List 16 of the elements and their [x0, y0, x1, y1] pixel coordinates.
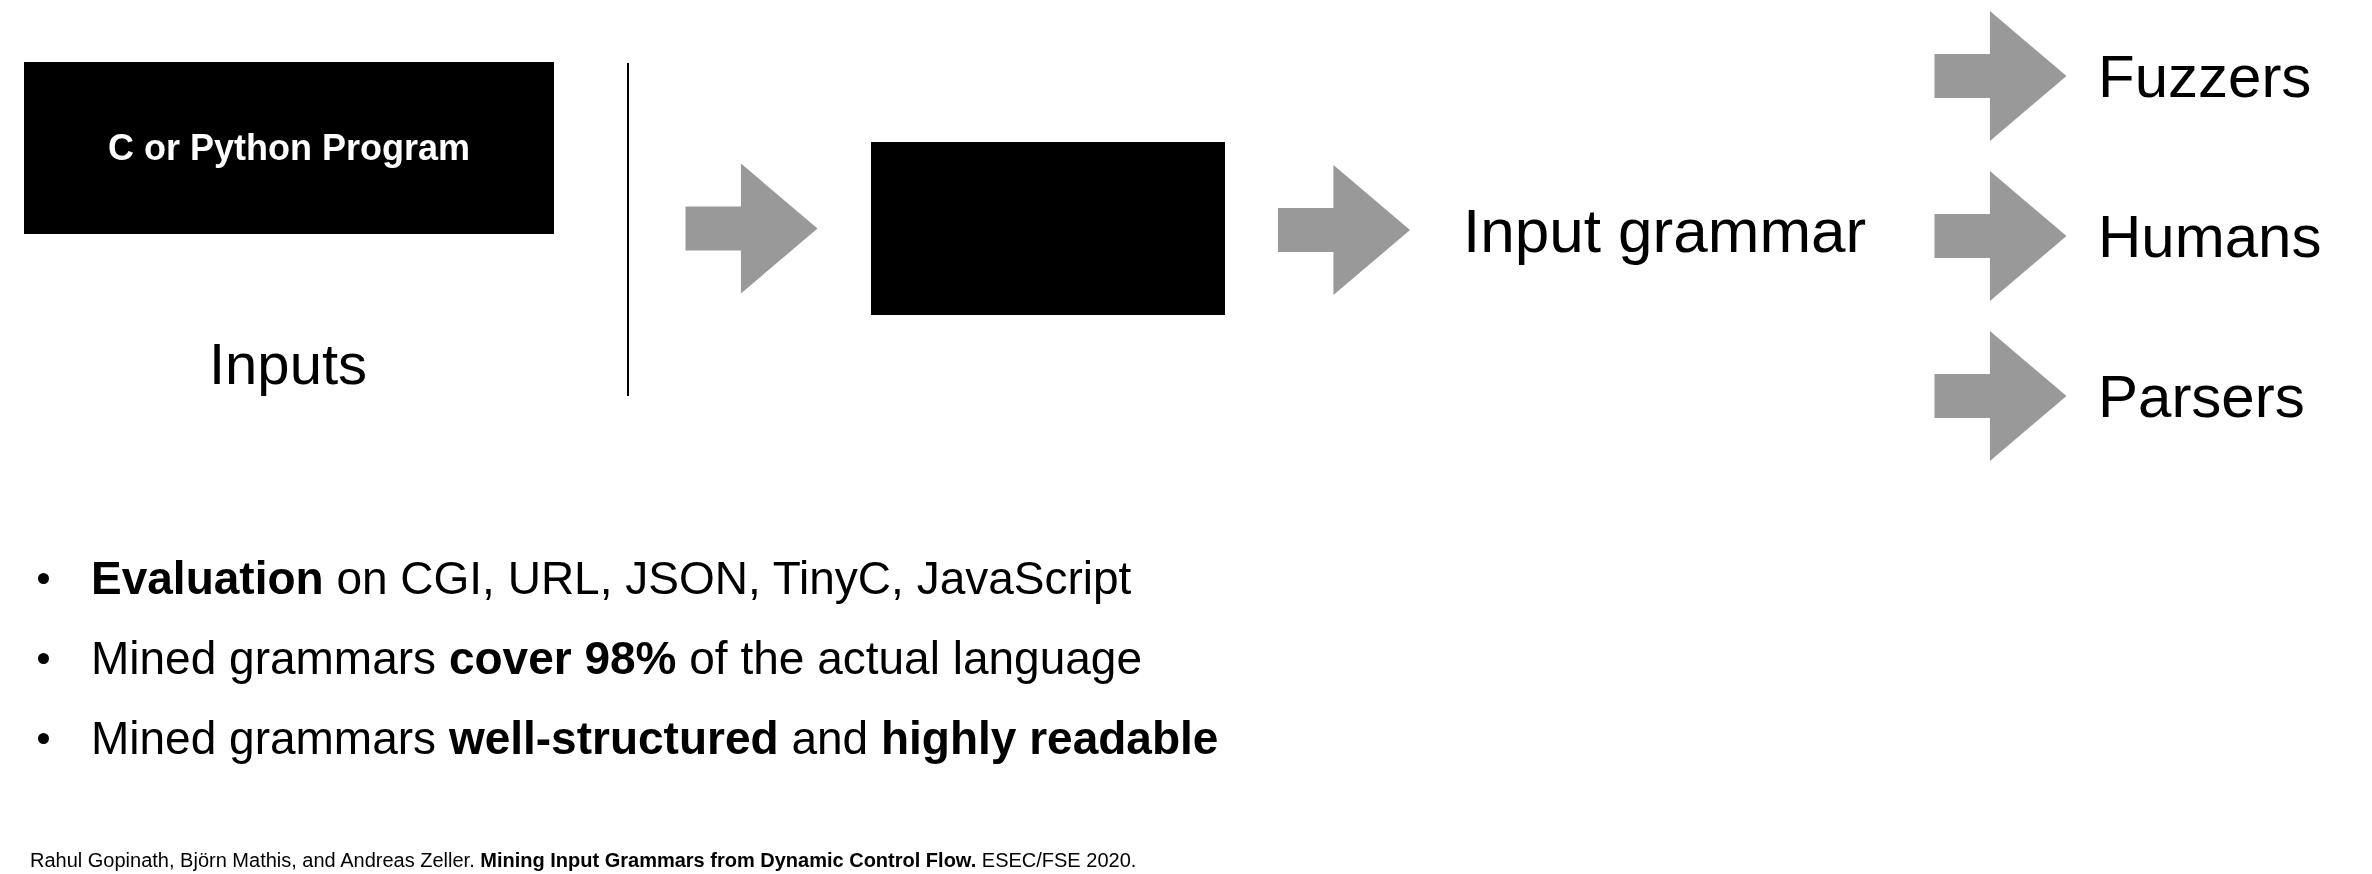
process-box: C or Python Program — [24, 62, 554, 234]
block-arrow — [1934, 11, 2067, 141]
bullet-text: Mined grammars well-structured and highly readable — [91, 711, 1219, 765]
block-arrow — [1934, 171, 2067, 301]
node-label: Fuzzers — [2098, 34, 2358, 118]
node-label: Inputs — [160, 320, 416, 406]
bullet-text: Mined grammars cover 98% of the actual language — [91, 631, 1142, 685]
process-box — [871, 142, 1225, 315]
node-label: Parsers — [2098, 354, 2358, 438]
node-label: Input grammar — [1463, 188, 1903, 272]
node-label: Humans — [2098, 194, 2358, 278]
bullet-text: Evaluation on CGI, URL, JSON, TinyC, JavaScript — [91, 551, 1132, 605]
citation-text: Rahul Gopinath, Björn Mathis, and Andreas Zeller. Mining Input Grammars from Dynamic Control Flow. ESEC/FSE 2020. — [30, 849, 1137, 872]
block-arrow — [1934, 331, 2067, 461]
block-arrow — [1278, 165, 1410, 295]
block-arrow — [685, 163, 818, 294]
